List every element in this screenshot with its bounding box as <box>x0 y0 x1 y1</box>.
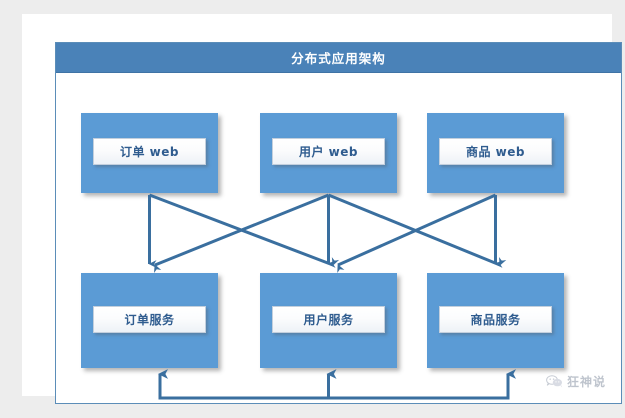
node-label-product-service: 商品服务 <box>438 306 553 333</box>
connector-product-web-to-user-service <box>337 193 497 273</box>
page-sheet: 分布式应用架构 订单 web 用户 web 商品 web 订单服务 用户服务 商… <box>22 14 622 404</box>
node-label-order-web: 订单 web <box>92 138 207 165</box>
connector-user-web-to-order-service <box>154 193 330 273</box>
watermark: 狂神说 <box>546 373 606 390</box>
diagram-frame: 分布式应用架构 订单 web 用户 web 商品 web 订单服务 用户服务 商… <box>55 42 622 404</box>
node-order-web[interactable]: 订单 web <box>81 113 218 193</box>
node-label-product-web: 商品 web <box>438 138 553 165</box>
connector-bus-line <box>158 376 510 400</box>
page-title: 分布式应用架构 <box>291 51 386 66</box>
wechat-icon <box>546 375 563 388</box>
node-label-order-service: 订单服务 <box>92 306 207 333</box>
node-label-user-service: 用户服务 <box>271 306 386 333</box>
node-product-service[interactable]: 商品服务 <box>427 273 564 368</box>
diagram-title-bar: 分布式应用架构 <box>56 43 621 73</box>
connector-order-web-to-user-service <box>148 193 340 267</box>
watermark-text: 狂神说 <box>566 375 606 389</box>
node-order-service[interactable]: 订单服务 <box>81 273 218 368</box>
connector-user-web-to-product-service <box>327 193 507 267</box>
node-user-service[interactable]: 用户服务 <box>260 273 397 368</box>
diagram-canvas: 订单 web 用户 web 商品 web 订单服务 用户服务 商品服务 <box>56 73 621 404</box>
node-user-web[interactable]: 用户 web <box>260 113 397 193</box>
node-product-web[interactable]: 商品 web <box>427 113 564 193</box>
node-label-user-web: 用户 web <box>271 138 386 165</box>
